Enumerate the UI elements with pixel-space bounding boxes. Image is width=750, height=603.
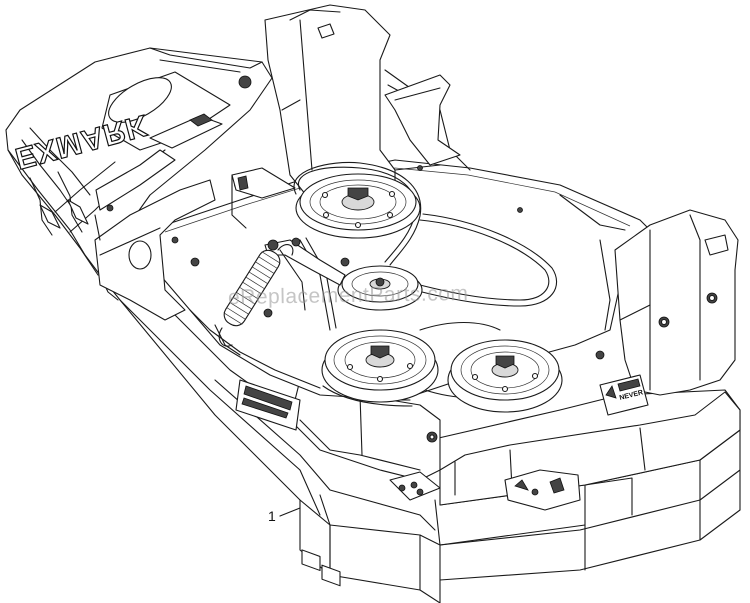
callout-leader-line — [279, 507, 301, 517]
warning-decal-left — [389, 471, 441, 501]
warning-decal-right — [504, 469, 581, 511]
rear-right-bracket — [384, 74, 461, 166]
spindle-pulley-left — [321, 329, 439, 403]
center-bracket — [231, 167, 296, 229]
callout-number: 1 — [268, 508, 276, 524]
left-deck-bracket — [94, 149, 216, 321]
rear-left-bracket — [264, 4, 471, 201]
model-decal — [235, 379, 301, 431]
right-deck-bracket — [614, 209, 739, 396]
idler-pulley — [337, 265, 423, 311]
spindle-pulley-top — [295, 173, 421, 239]
spindle-pulley-right — [447, 339, 563, 413]
watermark: eReplacementParts.com — [227, 281, 469, 310]
idler-arm — [263, 237, 346, 318]
deck-bolts — [171, 165, 605, 443]
tension-spring — [218, 244, 294, 347]
safety-decal: NEVER — [599, 374, 649, 416]
